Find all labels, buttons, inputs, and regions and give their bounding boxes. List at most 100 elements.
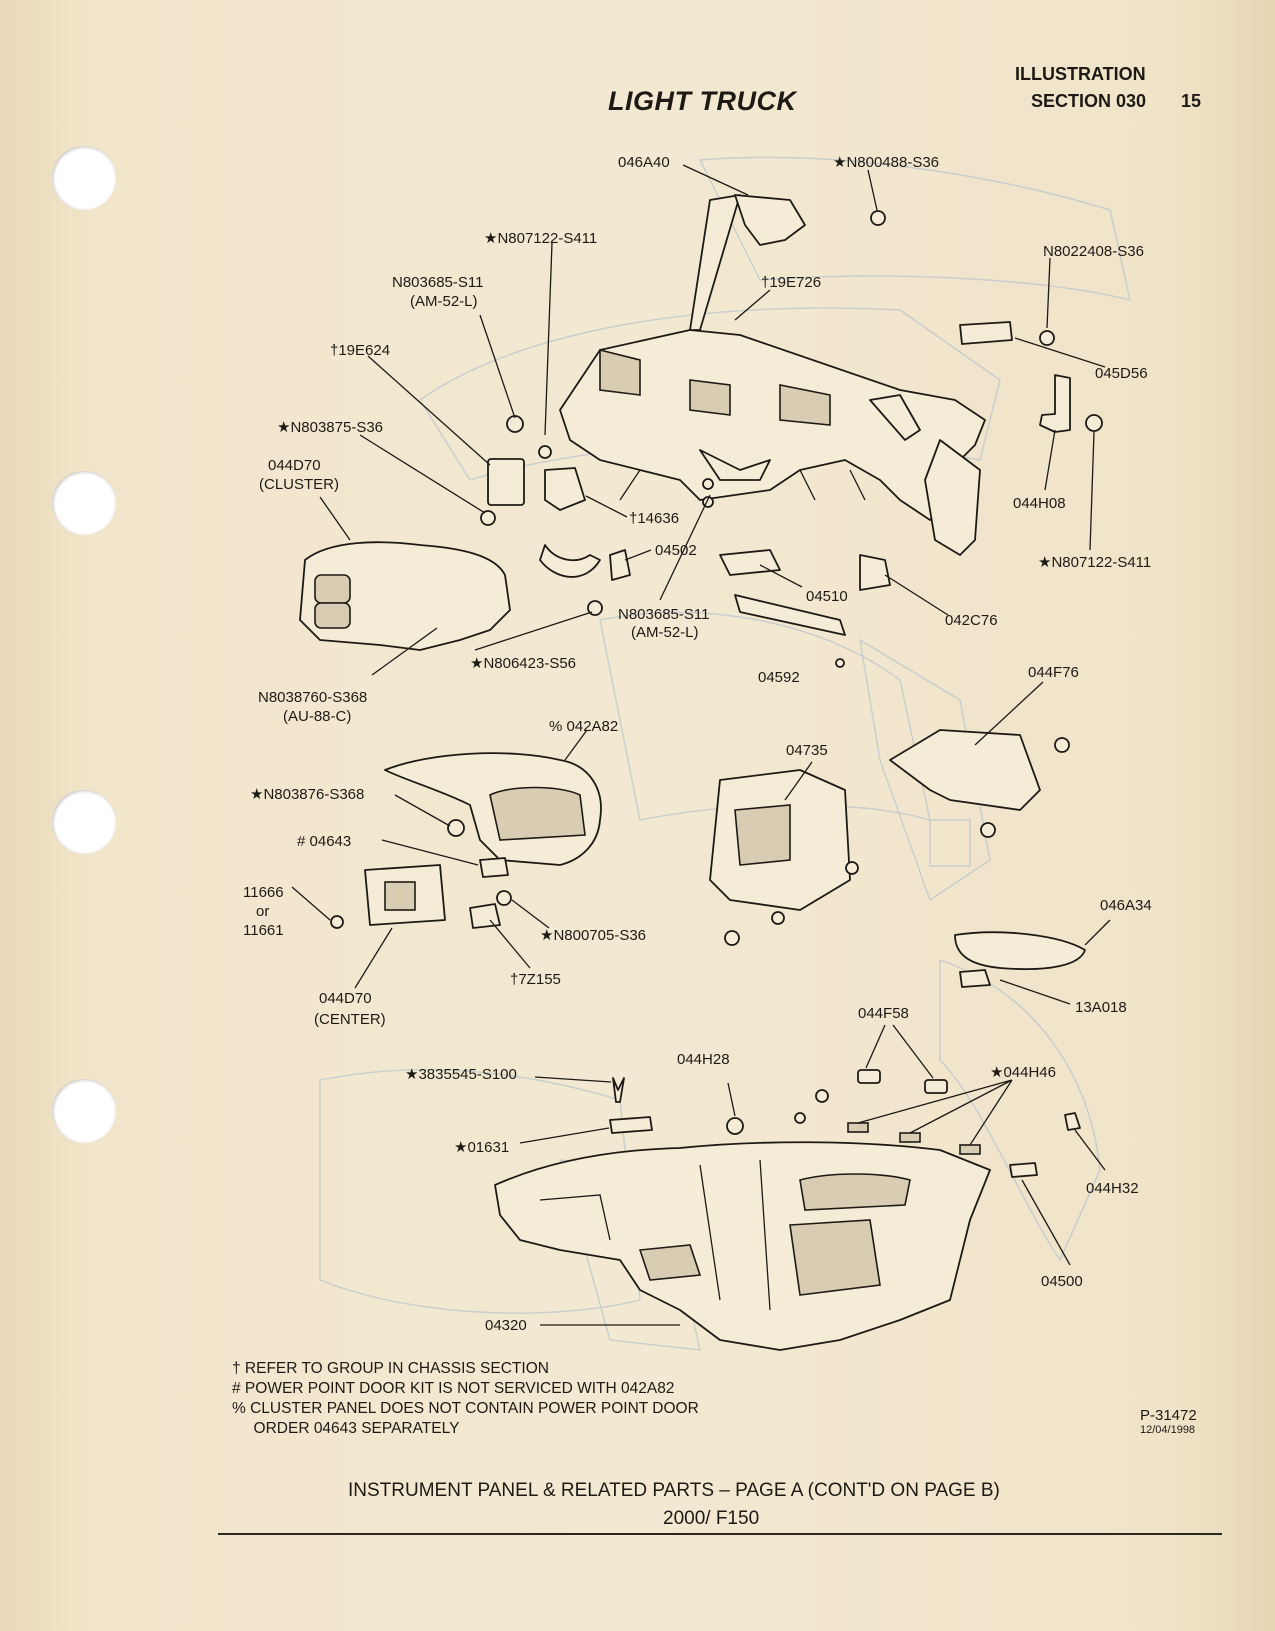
label-044f76: 044F76 [1028,664,1079,681]
screw [724,930,740,946]
bracket-opening [734,804,791,866]
power-point-door-04643 [479,857,509,878]
cluster-panel-042a82 [384,752,602,866]
label-7z155: †7Z155 [510,971,561,988]
clip-044h28 [726,1117,744,1135]
clip-11666 [330,915,344,929]
label-n803876-s368: ★N803876-S368 [250,786,364,803]
label-044d70-center: 044D70 [319,990,372,1007]
binder-hole [52,790,116,854]
label-044h32: 044H32 [1086,1180,1139,1197]
label-044d70-center-sub: (CENTER) [314,1011,386,1028]
label-044d70-cluster: 044D70 [268,457,321,474]
screw [794,1112,806,1124]
label-n807122-s411-b: ★N807122-S411 [1038,554,1151,571]
footnote-percent-cont: ORDER 04643 SEPARATELY [232,1420,460,1437]
binder-hole [52,471,116,535]
callout-labels: 046A40 ★N800488-S36 ★N807122-S411 †19E72… [243,154,1152,1334]
footer-model: 2000/ F150 [663,1508,760,1529]
screw [447,819,465,837]
page-title: LIGHT TRUCK [608,86,797,116]
footer-caption: INSTRUMENT PANEL & RELATED PARTS – PAGE … [348,1480,1000,1501]
screw [496,890,512,906]
label-3835545-s100: ★3835545-S100 [405,1066,517,1083]
label-or: or [256,903,269,920]
label-11661: 11661 [243,922,284,939]
cluster-housing-044d70 [299,541,511,651]
label-19e624: †19E624 [330,342,390,359]
screw [980,822,996,838]
reinforcement-bracket-19e726 [559,194,986,556]
label-044h46: ★044H46 [990,1064,1056,1081]
leader-lines [291,164,1111,1326]
label-n8038760-s368-sub: (AU-88-C) [283,708,351,725]
drawing-id: P-31472 [1140,1407,1197,1424]
label-044f58: 044F58 [858,1005,909,1022]
fastener-3835545 [612,1077,625,1103]
label-n803685-s11-b-sub: (AM-52-L) [631,624,699,641]
bracket-01631 [609,1116,653,1134]
label-04500: 04500 [1041,1273,1083,1290]
footnote-hash: # POWER POINT DOOR KIT IS NOT SERVICED W… [232,1380,675,1397]
clip-044h32 [1064,1112,1081,1131]
footnotes: † REFER TO GROUP IN CHASSIS SECTION # PO… [232,1359,699,1439]
label-04643: # 04643 [297,833,351,850]
screw [1054,737,1070,753]
drawing-date: 12/04/1998 [1140,1424,1196,1436]
binder-hole [52,1079,116,1143]
label-n803685-s11-b: N803685-S11 [618,606,709,623]
label-046a34: 046A34 [1100,897,1152,914]
binder-hole [52,146,116,210]
screw [815,1089,829,1103]
screw [845,861,859,875]
footnote-percent: % CLUSTER PANEL DOES NOT CONTAIN POWER P… [232,1400,699,1417]
page-number: 15 [1181,91,1202,111]
label-01631: ★01631 [454,1139,509,1156]
clip-044h46 [847,1122,869,1133]
clip-04500 [1009,1162,1038,1178]
label-n803685-s11-sub: (AM-52-L) [410,293,478,310]
label-04735: 04735 [786,742,828,759]
bracket-044f76 [889,729,1041,811]
illustration-label: ILLUSTRATION [1015,64,1146,84]
small-parts [435,210,1103,668]
label-11666: 11666 [243,884,284,901]
label-n8038760-s368: N8038760-S368 [258,689,367,706]
clip-044f58 [924,1079,948,1094]
label-044h08: 044H08 [1013,495,1066,512]
footnote-dagger: † REFER TO GROUP IN CHASSIS SECTION [232,1360,549,1377]
switch-7z155 [469,903,501,929]
footer-rule [218,1533,1222,1535]
label-045d56: 045D56 [1095,365,1148,382]
cover-046a34 [954,931,1086,971]
label-04502: 04502 [655,542,697,559]
instrument-panel-04320 [494,1141,991,1351]
label-046a40: 046A40 [618,154,670,171]
clip-044h46 [959,1144,981,1155]
clip-044f58 [857,1069,881,1084]
label-04510: 04510 [806,588,848,605]
label-044d70-cluster-sub: (CLUSTER) [259,476,339,493]
label-n806423-s56: ★N806423-S56 [470,655,576,672]
label-04320: 04320 [485,1317,527,1334]
label-044h28: 044H28 [677,1051,730,1068]
label-n800488-s36: ★N800488-S36 [833,154,939,171]
label-19e726: †19E726 [761,274,821,291]
label-n8022408-s36: N8022408-S36 [1043,243,1144,260]
clip-044h46 [899,1132,921,1143]
label-042c76: 042C76 [945,612,998,629]
label-042a82: % 042A82 [549,718,618,735]
label-n803875-s36: ★N803875-S36 [277,419,383,436]
screw [771,911,785,925]
section-label: SECTION 030 [1031,91,1147,111]
label-n803685-s11: N803685-S11 [392,274,483,291]
label-14636: †14636 [629,510,679,527]
label-n807122-s411: ★N807122-S411 [484,230,597,247]
clip-13a018 [959,969,991,988]
label-n800705-s36: ★N800705-S36 [540,927,646,944]
center-bezel-044d70 [364,864,446,926]
label-04592: 04592 [758,669,800,686]
label-13a018: 13A018 [1075,999,1127,1016]
